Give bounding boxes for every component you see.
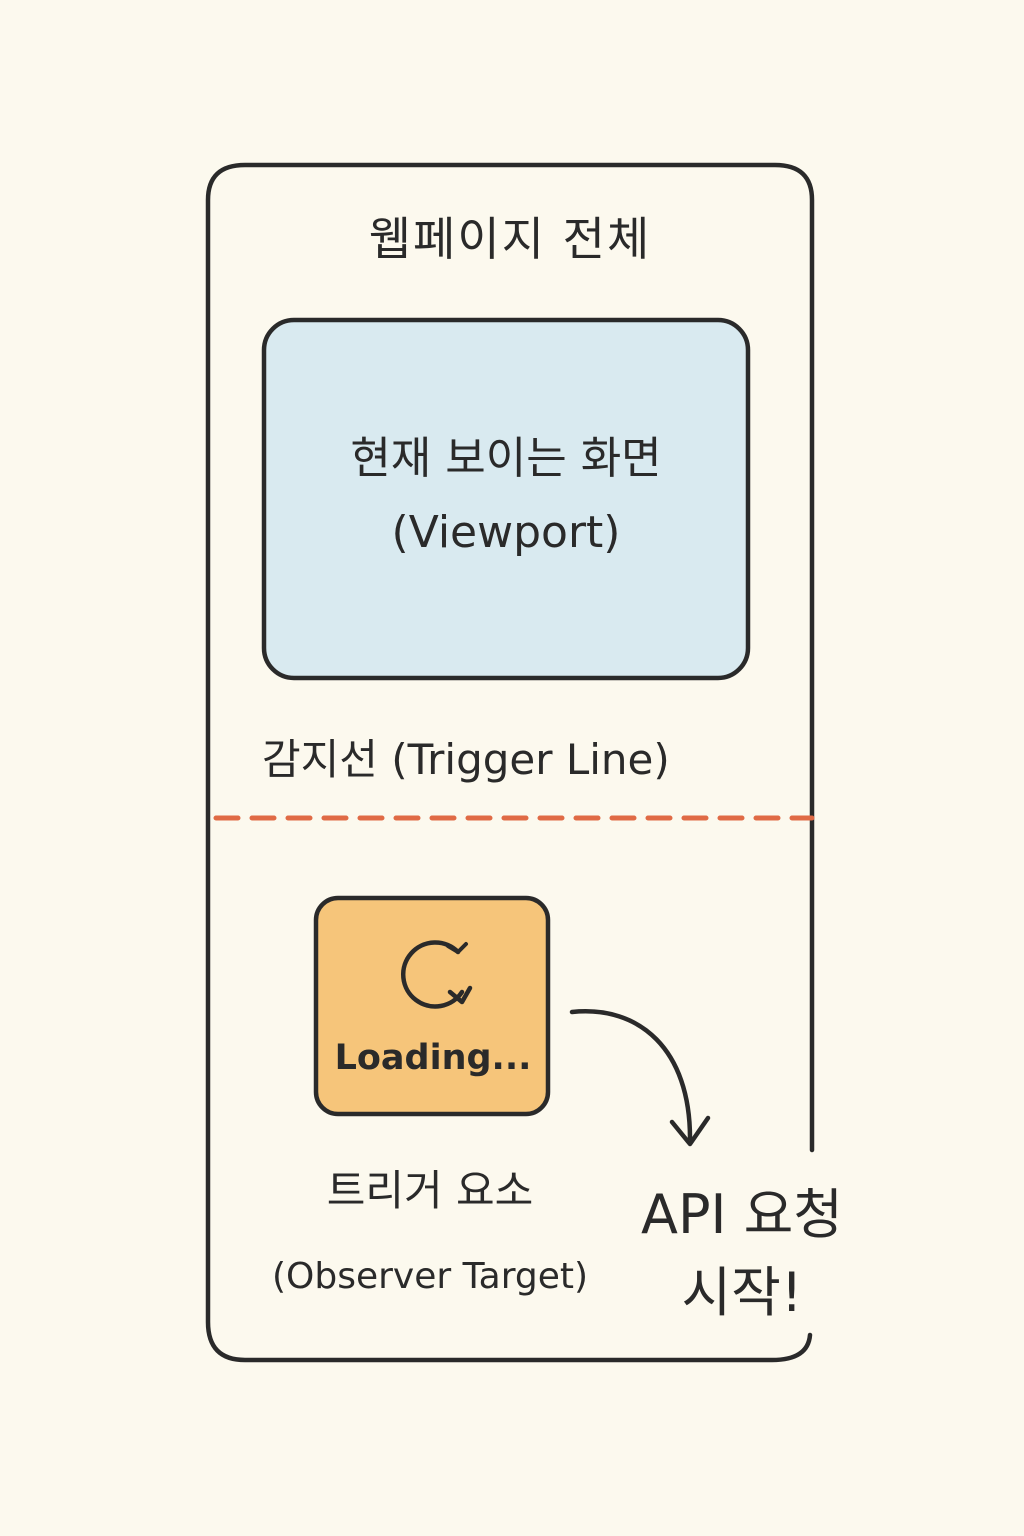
api-arrow-head xyxy=(669,1115,711,1147)
api-arrow xyxy=(569,1009,693,1141)
webpage-frame xyxy=(205,162,815,1363)
trigger-element-label: 트리거 요소 (Observer Target) xyxy=(230,1148,630,1320)
viewport-label: 현재 보이는 화면 (Viewport) xyxy=(264,422,748,570)
loading-text: Loading... xyxy=(334,1038,532,1078)
api-request-line2: 시작! xyxy=(681,1261,803,1324)
page-title: 웹페이지 전체 xyxy=(368,212,652,266)
viewport-box xyxy=(261,317,751,681)
trigger-element-title: 트리거 요소 xyxy=(326,1166,534,1215)
trigger-line-label: 감지선 (Trigger Line) xyxy=(262,735,670,784)
trigger-element-subtitle: (Observer Target) xyxy=(271,1256,589,1297)
refresh-icon xyxy=(401,940,473,1009)
viewport-label-line2: (Viewport) xyxy=(391,507,621,558)
viewport-label-line1: 현재 보이는 화면 xyxy=(350,433,662,484)
api-request-label: API 요청 시작! xyxy=(632,1176,852,1332)
api-request-line1: API 요청 xyxy=(641,1183,843,1246)
